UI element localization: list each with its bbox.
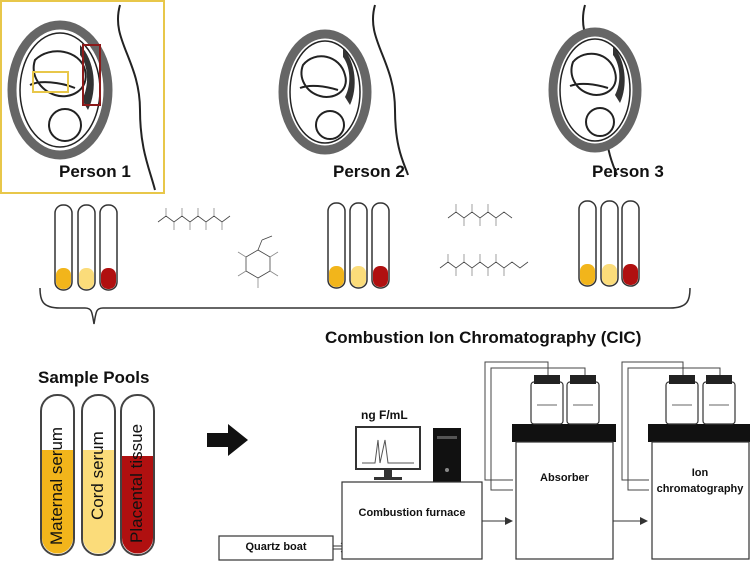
person-3-tubes bbox=[578, 200, 640, 287]
cord-marker bbox=[32, 71, 69, 93]
monitor-icon bbox=[355, 426, 421, 480]
combustion-furnace-box bbox=[341, 481, 483, 560]
sample-pool-tube-maternal bbox=[40, 394, 75, 556]
tube-label-cord-serum: Cord serum bbox=[88, 431, 107, 520]
tube-label-placental-tissue: Placental tissue bbox=[127, 423, 146, 543]
person-1-tubes bbox=[54, 204, 118, 291]
placenta-marker bbox=[82, 44, 101, 106]
pregnancy-illustration-1 bbox=[7, 4, 156, 191]
person-1-label: Person 1 bbox=[59, 162, 131, 181]
pregnancy-illustration-2 bbox=[278, 4, 409, 176]
sample-pools-title: Sample Pools bbox=[38, 368, 150, 387]
absorber-label: Absorber bbox=[540, 472, 589, 484]
ion-chromatography-label: Ion chromatography bbox=[656, 467, 744, 495]
person-1-highlight-frame bbox=[0, 0, 165, 194]
absorber-box bbox=[515, 441, 614, 560]
quartz-boat-box bbox=[218, 535, 334, 561]
pfas-structure-3 bbox=[447, 204, 513, 226]
absorber-tubing bbox=[484, 361, 586, 491]
person-2-label: Person 2 bbox=[333, 162, 405, 181]
absorber-bottles bbox=[530, 375, 600, 425]
absorber-stage bbox=[512, 424, 616, 442]
tube-label-maternal-serum: Maternal serum bbox=[47, 426, 66, 545]
monitor-label: ng F/mL bbox=[361, 408, 408, 422]
flow-arrow bbox=[207, 424, 248, 456]
pfas-structure-4 bbox=[439, 254, 529, 276]
computer-tower-icon bbox=[433, 428, 461, 482]
pfas-structure-2 bbox=[237, 235, 279, 288]
ic-tubing bbox=[621, 361, 721, 491]
pregnancy-illustration-3 bbox=[548, 4, 642, 176]
ic-stage bbox=[648, 424, 750, 442]
pfas-structure-1 bbox=[157, 208, 231, 230]
sample-pool-tube-cord bbox=[81, 394, 116, 556]
sample-pool-tube-placental bbox=[120, 394, 155, 556]
quartz-boat-label: Quartz boat bbox=[245, 541, 307, 553]
combustion-furnace-label: Combustion furnace bbox=[358, 507, 466, 519]
ion-chromatography-box bbox=[651, 441, 750, 560]
grouping-brace bbox=[39, 287, 691, 325]
person-3-label: Person 3 bbox=[592, 162, 664, 181]
cic-title: Combustion Ion Chromatography (CIC) bbox=[325, 328, 642, 347]
ic-bottles bbox=[665, 375, 736, 425]
person-2-tubes bbox=[327, 202, 390, 289]
